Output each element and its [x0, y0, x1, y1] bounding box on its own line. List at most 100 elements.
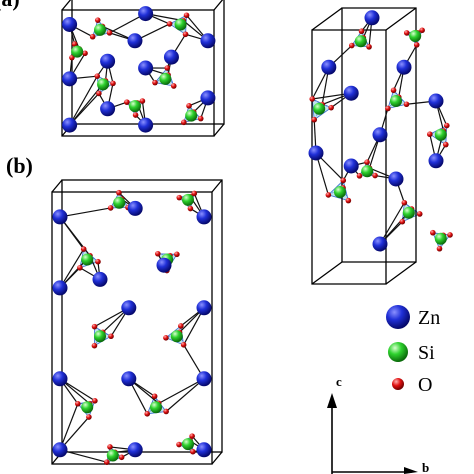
zn-atom: [321, 59, 337, 75]
o-atom: [176, 194, 183, 201]
o-atom: [139, 98, 146, 104]
right-structure-atoms: [308, 10, 453, 252]
o-atom: [447, 232, 453, 238]
o-atom: [155, 250, 161, 257]
si-atom: [94, 23, 106, 36]
zn-atom: [163, 49, 179, 65]
cell-edge: [311, 7, 343, 31]
o-atom: [311, 116, 318, 123]
si-atom: [106, 449, 119, 462]
zn-atom: [196, 300, 212, 316]
zn-atom: [121, 371, 137, 387]
o-atom: [75, 400, 81, 407]
cell-edge: [385, 261, 417, 285]
cell-edge: [211, 451, 223, 465]
zn-atom: [138, 60, 154, 76]
bond: [59, 248, 85, 289]
o-atom: [403, 101, 410, 108]
si-atom: [402, 206, 415, 219]
cell-edge: [385, 7, 417, 31]
zn-atom: [92, 271, 108, 287]
o-atom: [166, 21, 173, 27]
o-atom: [356, 173, 363, 179]
zn-atom: [52, 209, 68, 225]
si-atom: [71, 45, 84, 58]
si-atom: [354, 35, 367, 48]
zn-atom: [52, 442, 68, 458]
si-atom: [409, 30, 422, 42]
si-atom-icon: [388, 342, 408, 362]
zn-atom: [200, 33, 216, 49]
zn-atom: [343, 85, 359, 101]
si-atom: [174, 18, 187, 31]
zn-atom: [372, 127, 388, 143]
cell-edge: [51, 179, 63, 193]
cell-edge: [211, 179, 223, 193]
si-atom: [159, 72, 172, 85]
legend-item-zn: Zn: [386, 305, 440, 329]
o-atom: [94, 73, 101, 79]
o-atom: [163, 408, 169, 415]
zn-atom: [428, 93, 444, 109]
o-atom: [118, 454, 125, 461]
o-atom: [364, 159, 370, 166]
cell-edge: [311, 261, 343, 285]
o-atom: [124, 99, 130, 105]
o-atom: [443, 122, 450, 129]
zn-atom: [100, 101, 116, 117]
o-atom: [71, 41, 78, 47]
c-axis-arrowhead: [327, 393, 337, 408]
axes-indicator: c b: [327, 374, 429, 474]
bond: [69, 75, 98, 126]
bond: [158, 378, 205, 404]
si-atom: [182, 193, 194, 206]
legend-label-o: O: [418, 374, 432, 396]
o-atom-icon: [392, 378, 404, 390]
o-atom: [178, 323, 184, 329]
o-atom: [104, 459, 110, 465]
si-atom: [113, 196, 126, 209]
cell-edge: [61, 0, 72, 11]
bond: [59, 449, 107, 463]
o-atom: [366, 44, 372, 50]
zn-atom: [388, 171, 404, 187]
zn-atom: [396, 59, 412, 75]
o-atom: [186, 103, 192, 109]
legend-item-o: O: [392, 374, 432, 396]
o-atom: [164, 65, 171, 71]
o-atom: [442, 141, 449, 148]
o-atom: [181, 119, 187, 126]
o-atom: [91, 342, 98, 349]
o-atom: [144, 411, 151, 417]
right-structure-unit-cell: [311, 7, 417, 285]
si-atom: [390, 95, 402, 107]
legend-item-si: Si: [388, 342, 435, 364]
o-atom: [328, 104, 334, 111]
o-atom: [89, 33, 96, 40]
o-atom: [340, 177, 347, 184]
si-atom: [434, 232, 447, 245]
o-atom: [399, 218, 406, 225]
o-atom: [170, 83, 177, 89]
zn-atom: [52, 280, 68, 296]
panel-a-structure: [61, 0, 225, 137]
o-atom: [82, 50, 88, 57]
o-atom: [107, 444, 113, 450]
o-atom: [69, 54, 75, 61]
bond: [59, 403, 79, 451]
zn-atom: [308, 145, 324, 161]
zn-atom: [52, 371, 68, 387]
zn-atom: [62, 71, 78, 87]
o-atom: [106, 30, 113, 36]
si-atom: [361, 165, 374, 178]
bond: [165, 378, 205, 412]
panel-a-atoms: [62, 6, 216, 133]
zn-atom: [138, 6, 154, 22]
zn-atom: [127, 442, 143, 458]
o-atom: [182, 31, 189, 38]
zn-atom: [138, 117, 154, 133]
o-atom: [325, 192, 332, 198]
o-atom: [189, 433, 195, 439]
panel-b-structure: [51, 179, 223, 465]
